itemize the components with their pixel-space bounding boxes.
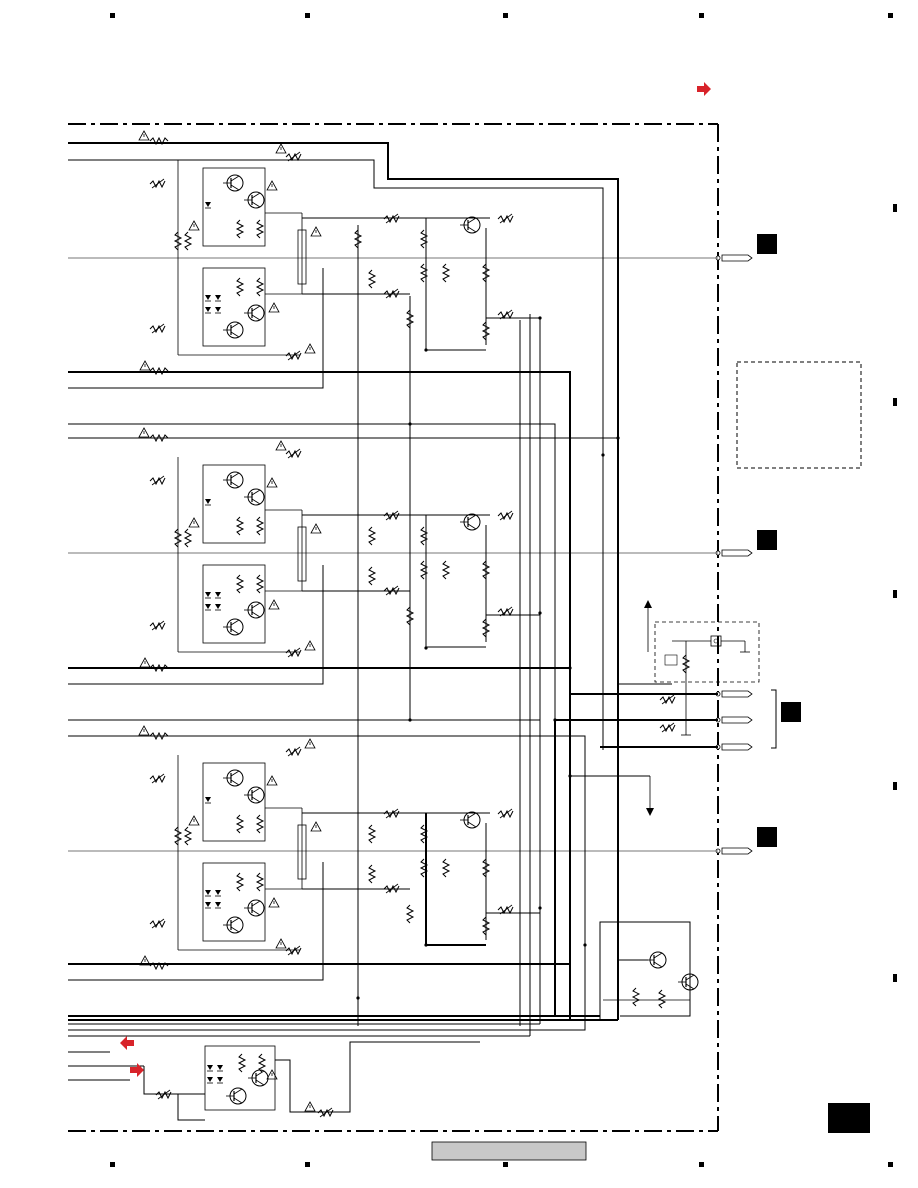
mute-block bbox=[68, 1036, 480, 1120]
group-bracket bbox=[771, 690, 776, 748]
power-stage bbox=[600, 922, 698, 1020]
sensor-subbox bbox=[570, 600, 759, 816]
bus-lines bbox=[68, 143, 718, 1020]
output-tabs bbox=[722, 255, 752, 854]
tab-nodes bbox=[716, 256, 720, 853]
note-box bbox=[737, 362, 861, 468]
flow-arrow-top-right bbox=[697, 82, 711, 96]
connector-blocks bbox=[757, 234, 801, 847]
page-number-box bbox=[828, 1103, 870, 1133]
footer-caption-box bbox=[432, 1142, 586, 1160]
bottom-edge-markers bbox=[110, 1162, 893, 1167]
channel-block-1 bbox=[139, 131, 540, 1020]
right-edge-markers bbox=[893, 204, 897, 982]
speaker-lines bbox=[68, 258, 718, 851]
wiring bbox=[68, 160, 618, 1036]
channel-block-2 bbox=[139, 428, 540, 671]
junction-dots bbox=[356, 316, 619, 999]
channel-block-3 bbox=[139, 726, 540, 969]
top-edge-markers bbox=[110, 13, 893, 18]
